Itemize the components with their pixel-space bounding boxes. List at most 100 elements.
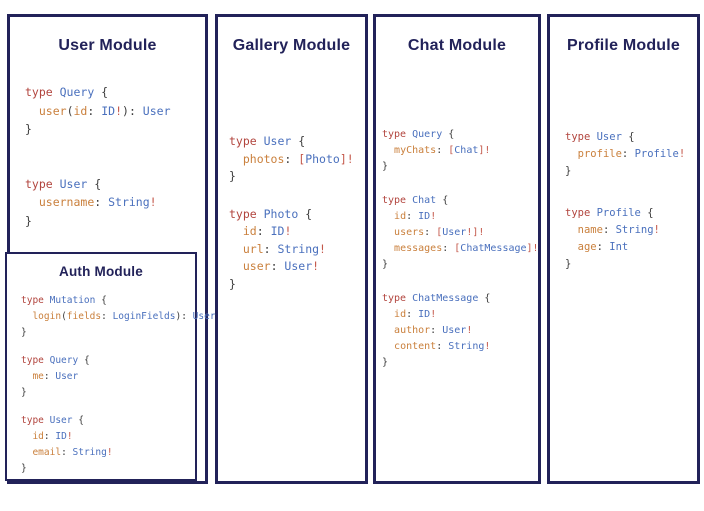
code-token: !	[484, 341, 491, 352]
code-token: {	[94, 176, 102, 191]
code-line: id: ID!	[21, 429, 195, 445]
code-line: }	[229, 168, 365, 186]
code-token: :	[256, 224, 271, 238]
code-line: content: String!	[382, 339, 538, 355]
code-block: type User { photos: [Photo]!}	[229, 133, 365, 186]
code-token: Photo	[263, 206, 306, 221]
code-token: !	[284, 224, 292, 238]
code-token	[382, 211, 394, 222]
code-token	[229, 242, 243, 256]
code-token: User	[442, 227, 467, 238]
code-token: !	[106, 447, 113, 458]
code-token: type	[21, 355, 50, 366]
code-token: }	[382, 161, 389, 172]
code-token: ID	[270, 224, 285, 238]
code-token: :	[61, 447, 73, 458]
code-token: :	[406, 309, 419, 320]
code-token: User	[142, 103, 171, 118]
code-token: String	[448, 341, 485, 352]
code-line: username: String!	[25, 193, 205, 212]
code-token: {	[101, 85, 109, 99]
code-token: ID	[55, 431, 67, 442]
code-token	[21, 311, 32, 322]
chat-module-code: type Query { myChats: [Chat]!} type Chat …	[376, 127, 539, 371]
code-line: type Query {	[21, 353, 195, 369]
code-token: {	[305, 206, 313, 221]
user-module-title: User Module	[58, 37, 157, 54]
code-token: Profile	[634, 148, 679, 160]
code-token: user	[242, 259, 271, 273]
code-token: type	[382, 195, 413, 206]
auth-module-box: Auth Module type Mutation { login(fields…	[5, 252, 216, 481]
code-token: :	[94, 195, 109, 209]
code-block: type Query { myChats: [Chat]!}	[382, 127, 538, 175]
profile-module-code: type User { profile: Profile!} type Profi…	[550, 129, 697, 273]
code-token: User	[192, 311, 216, 322]
code-token: }	[382, 259, 389, 270]
code-token: :	[436, 341, 449, 352]
code-token: ChatMessage	[460, 243, 527, 254]
code-token	[382, 227, 394, 238]
code-token: {	[101, 295, 107, 306]
code-token: }	[565, 258, 572, 270]
code-block: type ChatMessage { id: ID! author: User!…	[382, 291, 538, 371]
code-line: email: String!	[21, 445, 195, 461]
auth-module-title: Auth Module	[59, 264, 143, 279]
code-token: ):	[122, 103, 143, 118]
code-token: String	[615, 224, 654, 236]
code-block: type Query { me: User}	[21, 353, 195, 401]
code-token: }	[229, 276, 236, 291]
code-token: id	[32, 431, 44, 442]
code-token: :	[263, 241, 278, 256]
code-token: User	[59, 176, 95, 191]
code-token	[25, 195, 39, 209]
code-line: profile: Profile!	[565, 146, 697, 163]
code-token: user	[38, 103, 67, 118]
code-line: name: String!	[565, 222, 697, 239]
code-token	[382, 309, 394, 320]
code-block: type User { id: ID! email: String!}	[21, 413, 195, 477]
code-line: type User {	[565, 129, 697, 146]
code-token: User	[263, 134, 299, 148]
code-token: User	[596, 131, 629, 143]
code-token: {	[298, 134, 306, 148]
code-token	[382, 341, 394, 352]
code-token: Photo	[305, 151, 340, 166]
code-token: [	[436, 227, 443, 238]
code-token: id	[242, 224, 257, 238]
code-token: :	[284, 151, 299, 166]
code-token: :	[442, 243, 455, 254]
code-token: :	[430, 325, 443, 336]
code-token: [	[448, 145, 455, 156]
code-token: name	[577, 224, 603, 236]
code-token: type	[382, 129, 413, 140]
gallery-module-box: Gallery Module type User { photos: [Phot…	[215, 14, 368, 484]
code-token: !	[430, 211, 437, 222]
code-token: String	[72, 447, 107, 458]
code-token: Int	[609, 241, 629, 253]
code-token: ID	[418, 309, 431, 320]
code-token: fields	[66, 311, 102, 322]
code-token: :	[602, 224, 616, 236]
code-token: type	[565, 131, 597, 143]
code-block: type User { username: String!}	[25, 175, 205, 231]
code-token: {	[448, 129, 455, 140]
code-line: }	[382, 159, 538, 175]
code-token: age	[577, 241, 597, 253]
code-token	[229, 152, 243, 166]
code-token: :	[43, 371, 56, 382]
code-token	[25, 104, 39, 118]
code-line: type Chat {	[382, 193, 538, 209]
code-block: type Photo { id: ID! url: String! user: …	[229, 206, 365, 294]
code-token: username	[38, 195, 95, 209]
code-line: }	[565, 256, 697, 273]
code-line: type ChatMessage {	[382, 291, 538, 307]
code-token: type	[229, 206, 264, 221]
code-token: !	[653, 224, 660, 236]
code-token: :	[87, 103, 102, 118]
chat-module-box: Chat Module type Query { myChats: [Chat]…	[373, 14, 541, 484]
code-token: }	[382, 357, 389, 368]
code-token: users	[394, 227, 425, 238]
code-token: }	[25, 213, 32, 228]
code-line: }	[21, 325, 195, 341]
